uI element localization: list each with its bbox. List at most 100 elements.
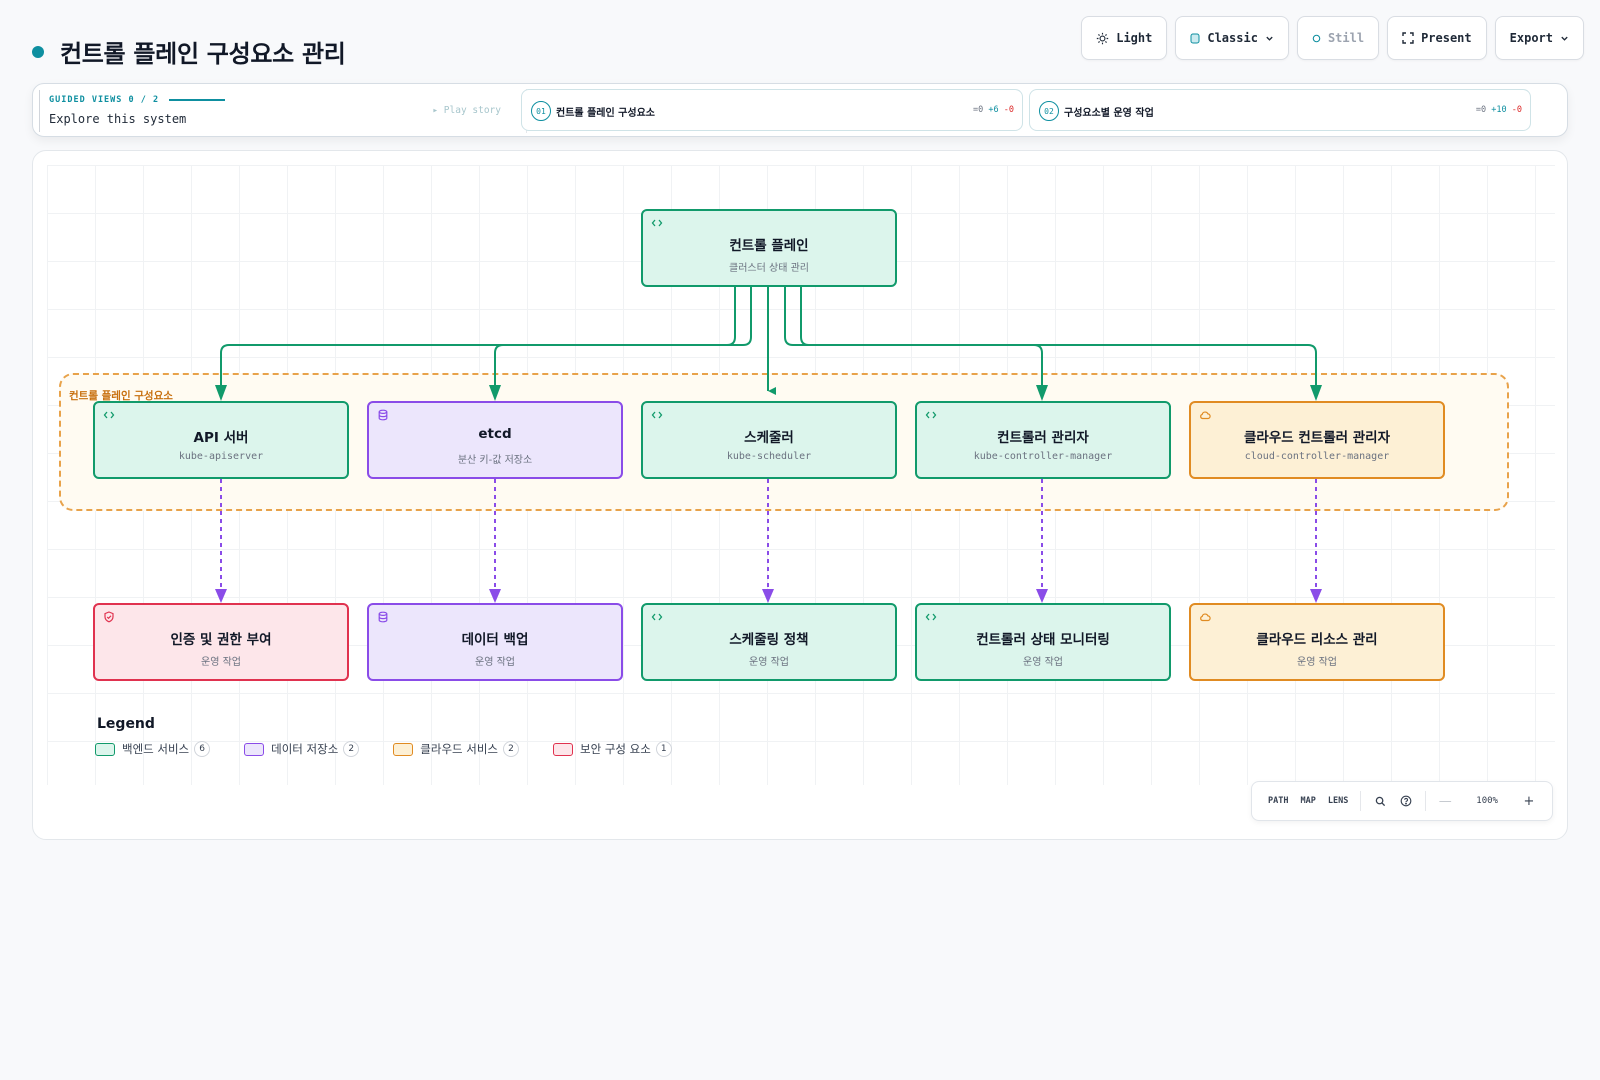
zoom-in-button[interactable]: +: [1523, 793, 1535, 809]
node-title: 컨트롤러 관리자: [997, 430, 1089, 446]
chevron-down-icon: [1266, 36, 1273, 41]
node-api-server[interactable]: API 서버 kube-apiserver: [93, 401, 349, 479]
diagram-canvas[interactable]: 컨트롤 플레인 구성요소: [32, 150, 1568, 840]
node-controller-monitoring-task[interactable]: 컨트롤러 상태 모니터링 운영 작업: [915, 603, 1171, 681]
sun-icon: [1097, 32, 1109, 44]
guided-view-card-2[interactable]: 02 구성요소별 운영 작업 =0 +10 -0: [1029, 89, 1531, 131]
legend-count: 2: [503, 741, 519, 757]
divider: [1360, 791, 1362, 811]
legend-item-cloud[interactable]: 클라우드 서비스 2: [393, 741, 519, 757]
toolbar: Light Classic Still Present Export: [1081, 16, 1584, 60]
canvas-tools: PATH MAP LENS — 100% +: [1251, 781, 1553, 821]
node-scheduler[interactable]: 스케줄러 kube-scheduler: [641, 401, 897, 479]
delta-unchanged: =0: [1475, 105, 1487, 115]
legend-item-datastore[interactable]: 데이터 저장소 2: [244, 741, 360, 757]
node-subtitle: 운영 작업: [1023, 657, 1063, 668]
node-auth-task[interactable]: 인증 및 권한 부여 운영 작업: [93, 603, 349, 681]
group-label: 컨트롤 플레인 구성요소: [69, 390, 173, 402]
node-subtitle: 분산 키-값 저장소: [457, 455, 533, 466]
edge-root-etcd: [494, 287, 752, 391]
progress-line: [169, 99, 226, 101]
help-icon: [1400, 795, 1412, 807]
node-title: 데이터 백업: [461, 632, 529, 648]
export-dropdown[interactable]: Export: [1494, 16, 1584, 60]
node-subtitle: kube-scheduler: [726, 451, 812, 462]
guided-views-subtitle: Explore this system: [49, 112, 187, 126]
shield-icon: [104, 611, 114, 623]
node-subtitle: 운영 작업: [1297, 657, 1337, 668]
theme-button[interactable]: Light: [1081, 16, 1168, 60]
node-backup-task[interactable]: 데이터 백업 운영 작업: [367, 603, 623, 681]
node-subtitle: cloud-controller-manager: [1244, 451, 1390, 462]
node-title: 스케줄러: [744, 430, 794, 446]
edge-root-cloud: [800, 287, 1317, 391]
database-icon: [378, 409, 388, 421]
code-icon: [651, 411, 663, 419]
node-etcd[interactable]: etcd 분산 키-값 저장소: [367, 401, 623, 479]
legend-swatch: [244, 742, 265, 756]
lens-button[interactable]: LENS: [1327, 796, 1349, 806]
node-control-plane[interactable]: 컨트롤 플레인 클러스터 상태 관리: [641, 209, 897, 287]
node-title: 컨트롤러 상태 모니터링: [976, 632, 1110, 648]
view-number: 02: [1039, 101, 1059, 121]
arrowhead: [215, 385, 227, 401]
motion-label: Still: [1327, 31, 1365, 45]
page-title: 컨트롤 플레인 구성요소 관리: [60, 40, 346, 68]
arrowhead: [1036, 385, 1048, 401]
legend-count: 2: [343, 741, 360, 757]
legend-label: 백엔드 서비스: [122, 742, 190, 756]
view-delta: =0 +10 -0: [1476, 105, 1522, 115]
node-title: 클라우드 컨트롤러 관리자: [1243, 430, 1391, 446]
legend-label: 보안 구성 요소: [580, 742, 651, 756]
edge-root-apiserver: [220, 287, 736, 391]
path-button[interactable]: PATH: [1268, 796, 1289, 806]
style-dropdown[interactable]: Classic: [1175, 16, 1289, 60]
zoom-out-button[interactable]: —: [1438, 793, 1452, 809]
view-label: 구성요소별 운영 작업: [1064, 108, 1154, 119]
view-label: 컨트롤 플레인 구성요소: [556, 108, 655, 119]
guided-views-progress: GUIDED VIEWS 0 / 2: [49, 95, 226, 105]
arrowhead: [1310, 385, 1322, 401]
guided-views-bar: GUIDED VIEWS 0 / 2 Explore this system ▸…: [32, 83, 1568, 137]
legend-item-backend[interactable]: 백엔드 서비스 6: [95, 741, 211, 757]
guided-views-label: GUIDED VIEWS 0 / 2: [49, 95, 160, 105]
chevron-down-icon: [1561, 36, 1568, 41]
delta-removed: -0: [1003, 105, 1014, 115]
delta-unchanged: =0: [973, 105, 984, 115]
code-icon: [651, 613, 663, 621]
view-number: 01: [531, 101, 551, 121]
code-icon: [925, 411, 937, 419]
map-button[interactable]: MAP: [1300, 796, 1316, 806]
legend-swatch: [95, 742, 115, 756]
node-title: 컨트롤 플레인: [729, 238, 809, 254]
legend-swatch: [553, 742, 573, 756]
node-subtitle: kube-apiserver: [178, 451, 264, 462]
arrowhead: [215, 589, 227, 603]
node-title: 스케줄링 정책: [729, 632, 809, 648]
node-subtitle: 운영 작업: [475, 657, 515, 668]
style-swatch-icon: [1190, 33, 1200, 43]
node-controller-manager[interactable]: 컨트롤러 관리자 kube-controller-manager: [915, 401, 1171, 479]
legend-item-security[interactable]: 보안 구성 요소 1: [553, 741, 672, 757]
circle-icon: [1312, 34, 1321, 42]
node-subtitle: 클러스터 상태 관리: [729, 263, 809, 274]
help-button[interactable]: [1393, 795, 1419, 807]
node-title: 클라우드 리소스 관리: [1256, 632, 1378, 648]
view-delta: =0 +6 -0: [973, 105, 1014, 115]
play-story-button[interactable]: ▸ Play story: [432, 105, 501, 116]
arrowhead: [489, 385, 501, 401]
code-icon: [103, 411, 115, 419]
guided-view-card-1[interactable]: 01 컨트롤 플레인 구성요소 =0 +6 -0: [521, 89, 1023, 131]
motion-button[interactable]: Still: [1296, 16, 1380, 60]
fullscreen-icon: [1402, 32, 1414, 44]
legend-title: Legend: [97, 716, 155, 732]
node-cloud-controller-manager[interactable]: 클라우드 컨트롤러 관리자 cloud-controller-manager: [1189, 401, 1445, 479]
present-button[interactable]: Present: [1387, 16, 1487, 60]
node-scheduling-policy-task[interactable]: 스케줄링 정책 운영 작업: [641, 603, 897, 681]
node-cloud-resources-task[interactable]: 클라우드 리소스 관리 운영 작업: [1189, 603, 1445, 681]
search-button[interactable]: [1367, 796, 1393, 807]
legend-count: 6: [194, 741, 211, 757]
zoom-level: 100%: [1476, 796, 1498, 806]
cloud-icon: [1200, 613, 1211, 622]
arrowhead: [489, 589, 501, 603]
